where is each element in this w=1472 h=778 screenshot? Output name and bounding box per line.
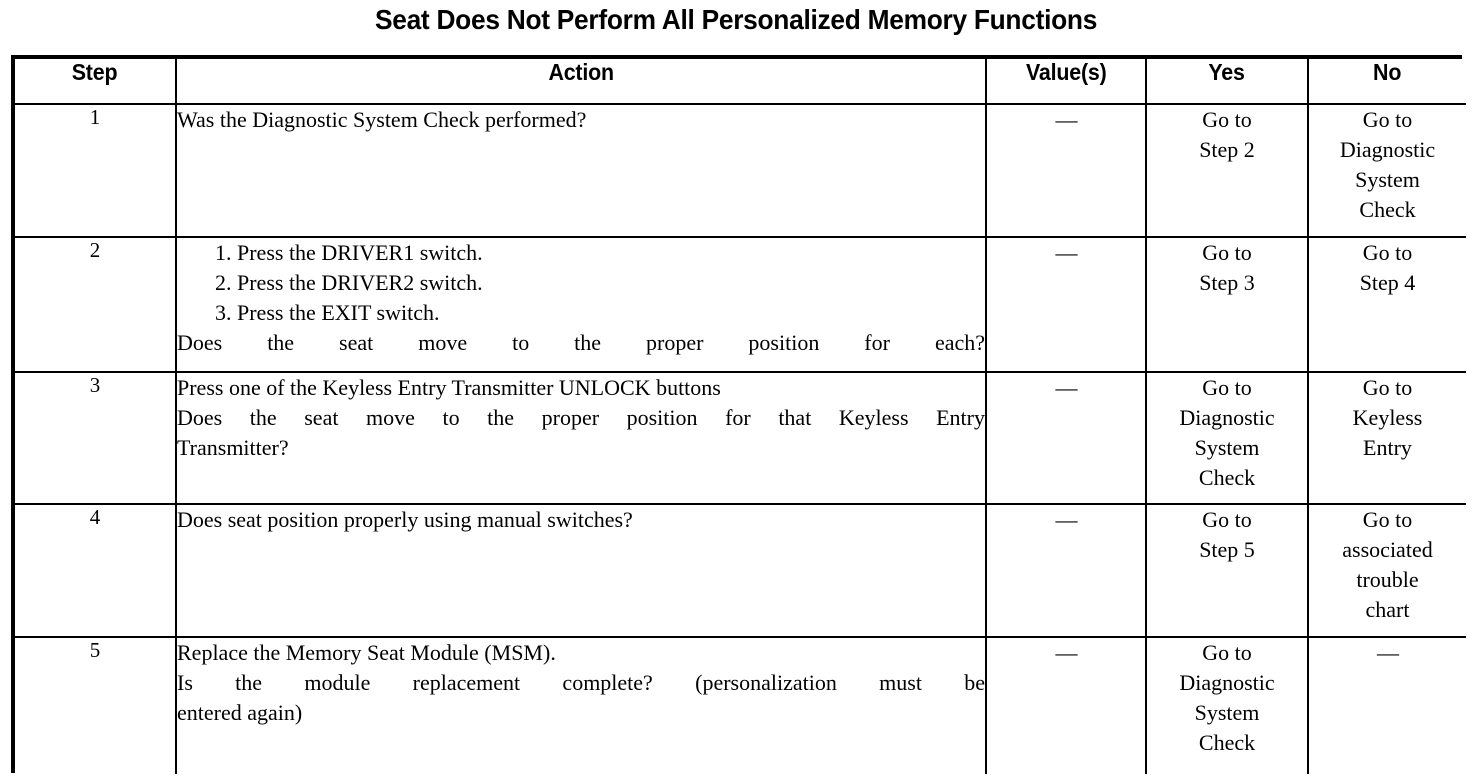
cell-action: Does seat position properly using manual… <box>175 503 987 638</box>
yes-line: Diagnostic <box>1179 670 1275 695</box>
cell-action: 1. Press the DRIVER1 switch. 2. Press th… <box>175 236 987 373</box>
cell-action: Replace the Memory Seat Module (MSM). Is… <box>175 636 987 774</box>
column-header-step-label: Step <box>72 59 118 85</box>
no-line: Entry <box>1363 435 1412 460</box>
yes-line: System <box>1194 435 1260 460</box>
diagnostic-table: Step Action Value(s) Yes No 1 Was the Di… <box>15 59 1466 774</box>
no-line: Go to <box>1362 240 1413 265</box>
cell-step: 2 <box>15 236 177 373</box>
cell-value: — <box>985 503 1147 638</box>
table-body: 1 Was the Diagnostic System Check perfor… <box>15 103 1466 774</box>
cell-no: Go to associated trouble chart <box>1307 503 1466 638</box>
column-header-action-label: Action <box>548 59 614 85</box>
action-line: Transmitter? <box>177 435 289 460</box>
cell-step: 1 <box>15 103 177 238</box>
cell-yes: Go to Step 2 <box>1145 103 1309 238</box>
cell-no: Go to Diagnostic System Check <box>1307 103 1466 238</box>
cell-yes: Go to Diagnostic System Check <box>1145 636 1309 774</box>
no-line: Go to <box>1362 375 1413 400</box>
cell-no: — <box>1307 636 1466 774</box>
no-line: Go to <box>1362 507 1413 532</box>
column-header-step: Step <box>15 59 177 105</box>
value-dash: — <box>1055 375 1078 400</box>
table-row: 1 Was the Diagnostic System Check perfor… <box>15 103 1466 238</box>
yes-line: Go to <box>1202 375 1252 400</box>
no-line: Diagnostic <box>1339 137 1436 162</box>
no-line: chart <box>1365 597 1410 622</box>
action-line: Was the Diagnostic System Check performe… <box>177 107 587 132</box>
yes-line: Go to <box>1202 507 1252 532</box>
no-line: Keyless <box>1352 405 1423 430</box>
column-header-action: Action <box>175 59 987 105</box>
yes-line: Diagnostic <box>1179 405 1275 430</box>
action-line: 1. Press the DRIVER1 switch. <box>215 240 483 265</box>
action-line: Press one of the Keyless Entry Transmitt… <box>177 375 721 400</box>
yes-line: Go to <box>1202 240 1252 265</box>
no-line: Check <box>1359 197 1416 222</box>
column-header-value-label: Value(s) <box>1025 59 1107 85</box>
no-line: trouble <box>1356 567 1419 592</box>
action-line: Does the seat move to the proper positio… <box>177 330 985 355</box>
column-header-value: Value(s) <box>985 59 1147 105</box>
yes-line: Go to <box>1202 640 1252 665</box>
action-line: 2. Press the DRIVER2 switch. <box>215 270 483 295</box>
cell-step: 5 <box>15 636 177 774</box>
table-row: 3 Press one of the Keyless Entry Transmi… <box>15 371 1466 505</box>
value-dash: — <box>1055 240 1078 265</box>
yes-line: System <box>1194 700 1260 725</box>
value-dash: — <box>1055 507 1078 532</box>
column-header-yes-label: Yes <box>1208 59 1246 85</box>
cell-step: 4 <box>15 503 177 638</box>
yes-line: Check <box>1198 730 1256 755</box>
cell-action: Was the Diagnostic System Check performe… <box>175 103 987 238</box>
table-row: 5 Replace the Memory Seat Module (MSM). … <box>15 636 1466 774</box>
cell-value: — <box>985 636 1147 774</box>
table-row: 2 1. Press the DRIVER1 switch. 2. Press … <box>15 236 1466 373</box>
action-line: Does seat position properly using manual… <box>177 507 633 532</box>
cell-yes: Go to Step 3 <box>1145 236 1309 373</box>
action-line: Replace the Memory Seat Module (MSM). <box>177 640 556 665</box>
yes-line: Step 2 <box>1199 137 1255 162</box>
yes-line: Step 5 <box>1199 537 1255 562</box>
value-dash: — <box>1055 640 1078 665</box>
column-header-yes: Yes <box>1145 59 1309 105</box>
cell-action: Press one of the Keyless Entry Transmitt… <box>175 371 987 505</box>
header-row: Step Action Value(s) Yes No <box>15 59 1466 105</box>
yes-line: Go to <box>1202 107 1252 132</box>
cell-value: — <box>985 371 1147 505</box>
cell-no: Go to Keyless Entry <box>1307 371 1466 505</box>
diagnostic-table-wrapper: Step Action Value(s) Yes No 1 Was the Di… <box>11 55 1466 774</box>
cell-step: 3 <box>15 371 177 505</box>
page-title: Seat Does Not Perform All Personalized M… <box>374 4 1098 35</box>
table-row: 4 Does seat position properly using manu… <box>15 503 1466 638</box>
no-line: — <box>1377 640 1399 665</box>
yes-line: Step 3 <box>1199 270 1255 295</box>
column-header-no-label: No <box>1373 59 1402 85</box>
no-line: Step 4 <box>1359 270 1416 295</box>
action-line: 3. Press the EXIT switch. <box>215 300 440 325</box>
cell-value: — <box>985 236 1147 373</box>
action-line: entered again) <box>177 700 303 725</box>
value-dash: — <box>1055 107 1078 132</box>
table-header: Step Action Value(s) Yes No <box>15 59 1466 105</box>
yes-line: Check <box>1198 465 1256 490</box>
action-line: Does the seat move to the proper positio… <box>177 405 985 430</box>
no-line: associated <box>1342 537 1433 562</box>
column-header-no: No <box>1307 59 1466 105</box>
cell-yes: Go to Diagnostic System Check <box>1145 371 1309 505</box>
action-line: Is the module replacement complete? (per… <box>177 670 985 695</box>
no-line: System <box>1355 167 1420 192</box>
no-line: Go to <box>1362 107 1413 132</box>
cell-yes: Go to Step 5 <box>1145 503 1309 638</box>
cell-no: Go to Step 4 <box>1307 236 1466 373</box>
cell-value: — <box>985 103 1147 238</box>
